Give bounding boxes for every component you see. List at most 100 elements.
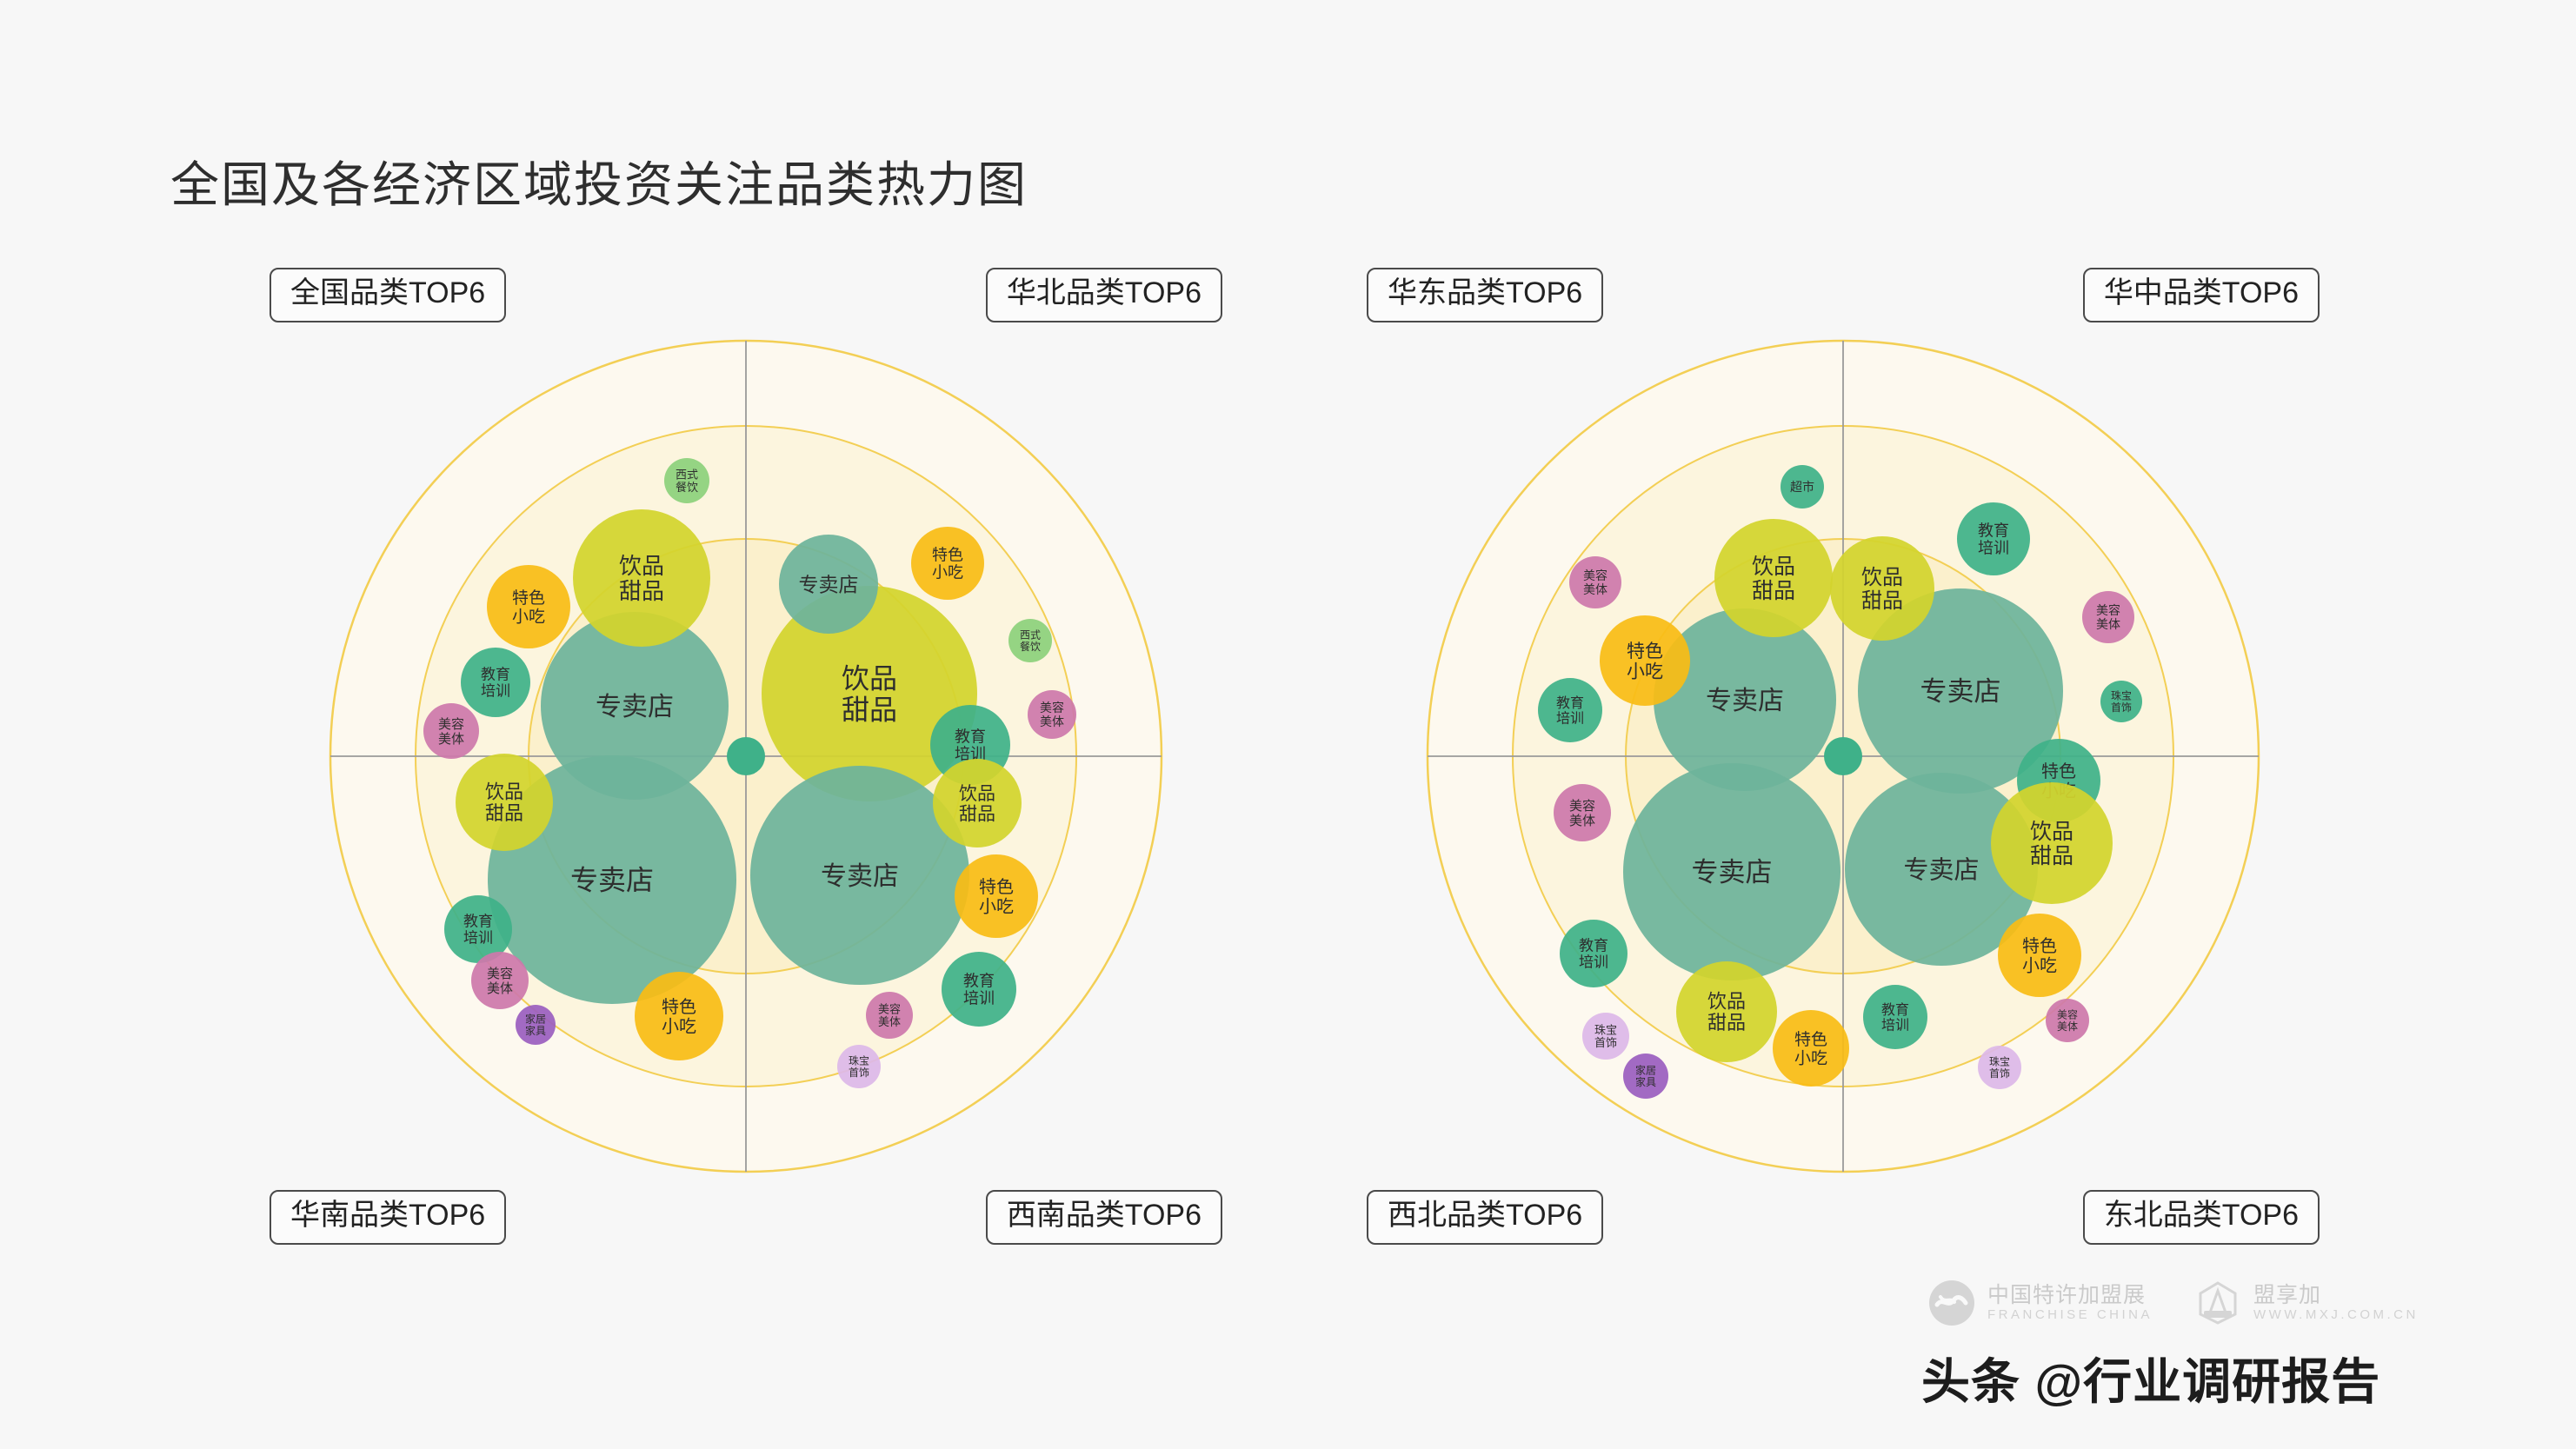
bubble-label: 饮品 — [619, 553, 664, 579]
bubble-circle — [1676, 961, 1777, 1062]
quadrant-label-q-northwest: 西北品类TOP6 — [1367, 1190, 1604, 1245]
bubble-label: 美体 — [1569, 814, 1595, 828]
bubble-label: 美体 — [1583, 582, 1608, 596]
bubble-label: 珠宝 — [1594, 1023, 1617, 1036]
bubble-label: 专卖店 — [1706, 687, 1784, 715]
bubble-circle — [1714, 519, 1833, 637]
bubble-label: 首饰 — [849, 1067, 869, 1079]
bubble-circle — [750, 766, 969, 985]
bubble-label: 教育 — [1978, 522, 2009, 539]
bubble-label: 珠宝 — [1989, 1056, 2010, 1068]
bubble-circle — [573, 509, 710, 647]
bubble-label: 美容 — [1583, 568, 1608, 582]
bubble-label: 特色 — [512, 588, 545, 608]
bubble-label: 餐饮 — [676, 481, 698, 494]
bubble-label: 教育 — [1881, 1002, 1909, 1018]
bubble: 专卖店 — [1623, 763, 1840, 980]
bubble-label: 教育 — [1579, 938, 1608, 954]
bubble-label: 小吃 — [979, 896, 1014, 916]
quadrant-label-q-east: 华东品类TOP6 — [1367, 268, 1604, 322]
bubble-circle — [1654, 608, 1836, 791]
bubble-circle — [866, 992, 913, 1039]
bubble-label: 美体 — [2057, 1020, 2078, 1033]
bubble-label: 特色 — [662, 997, 696, 1017]
bubble-circle — [461, 648, 530, 717]
center-dot — [1824, 737, 1862, 775]
quadrant-label-q-south: 华南品类TOP6 — [270, 1190, 507, 1245]
bubble-circle — [933, 759, 1022, 847]
bubble-label: 特色 — [1627, 641, 1663, 661]
logo-mxj: 盟享加 WWW.MXJ.COM.CN — [2194, 1280, 2419, 1326]
bubble: 专卖店 — [750, 766, 969, 985]
bubble-label: 餐饮 — [1020, 640, 1041, 653]
bubble-circle — [1582, 1013, 1629, 1060]
bubble-circle — [911, 527, 984, 600]
bubble-circle — [1781, 465, 1824, 508]
bubble-label: 专卖店 — [1903, 855, 1979, 884]
bubble-label: 教育 — [1556, 695, 1584, 711]
bubble-circle — [1538, 678, 1602, 742]
bubble-circle — [423, 703, 479, 759]
bubble-label: 甜品 — [619, 578, 664, 604]
logo-franchise-china-en: FRANCHISE CHINA — [1987, 1306, 2153, 1322]
bubble-circle — [1863, 985, 1927, 1049]
bubble: 专卖店 — [541, 612, 729, 800]
bubble-label: 美容 — [2057, 1008, 2078, 1021]
bubble-label: 培训 — [955, 746, 986, 763]
bubble-circle — [541, 612, 729, 800]
bubble-label: 美容 — [487, 967, 513, 981]
bubble-label: 甜品 — [1752, 579, 1795, 603]
bubble: 专卖店 — [1858, 588, 2063, 794]
bubble-circle — [1978, 1046, 2021, 1089]
quadrant-label-q-central: 华中品类TOP6 — [2082, 268, 2320, 322]
bubble-circle — [487, 565, 570, 648]
bubble-label: 首饰 — [1594, 1036, 1617, 1049]
bubble-label: 美体 — [878, 1015, 901, 1028]
bubble-label: 小吃 — [932, 564, 963, 582]
bubble-circle — [664, 458, 709, 503]
bubble-label: 培训 — [963, 990, 995, 1007]
bubble-circle — [1028, 690, 1076, 739]
footer-logos: 中国特许加盟展 FRANCHISE CHINA 盟享加 WWW.MXJ.COM.… — [1928, 1280, 2419, 1326]
bubble-chart-right: 专卖店饮品甜品特色小吃教育培训美容美体超市专卖店饮品甜品特色小吃教育培训美容美体… — [1367, 268, 2320, 1245]
bubble-label: 特色 — [2041, 761, 2076, 781]
bubble-label: 教育 — [955, 728, 986, 745]
quadrant-label-q-northeast: 东北品类TOP6 — [2082, 1190, 2320, 1245]
bubble-label: 培训 — [1978, 540, 2009, 557]
bubble-label: 培训 — [481, 683, 510, 700]
bubble-circle — [837, 1045, 881, 1088]
bubble-label: 甜品 — [842, 694, 897, 725]
bubble-label: 西式 — [1020, 629, 1041, 641]
bubble-circle — [1957, 502, 2030, 575]
bubble-label: 甜品 — [2030, 844, 2073, 868]
franchise-china-logo-icon — [1928, 1280, 1975, 1326]
bubble: 专卖店 — [779, 535, 878, 634]
mxj-shield-logo-icon — [2194, 1280, 2241, 1326]
bubble-label: 甜品 — [959, 804, 995, 824]
bubble-label: 美容 — [1040, 701, 1064, 715]
